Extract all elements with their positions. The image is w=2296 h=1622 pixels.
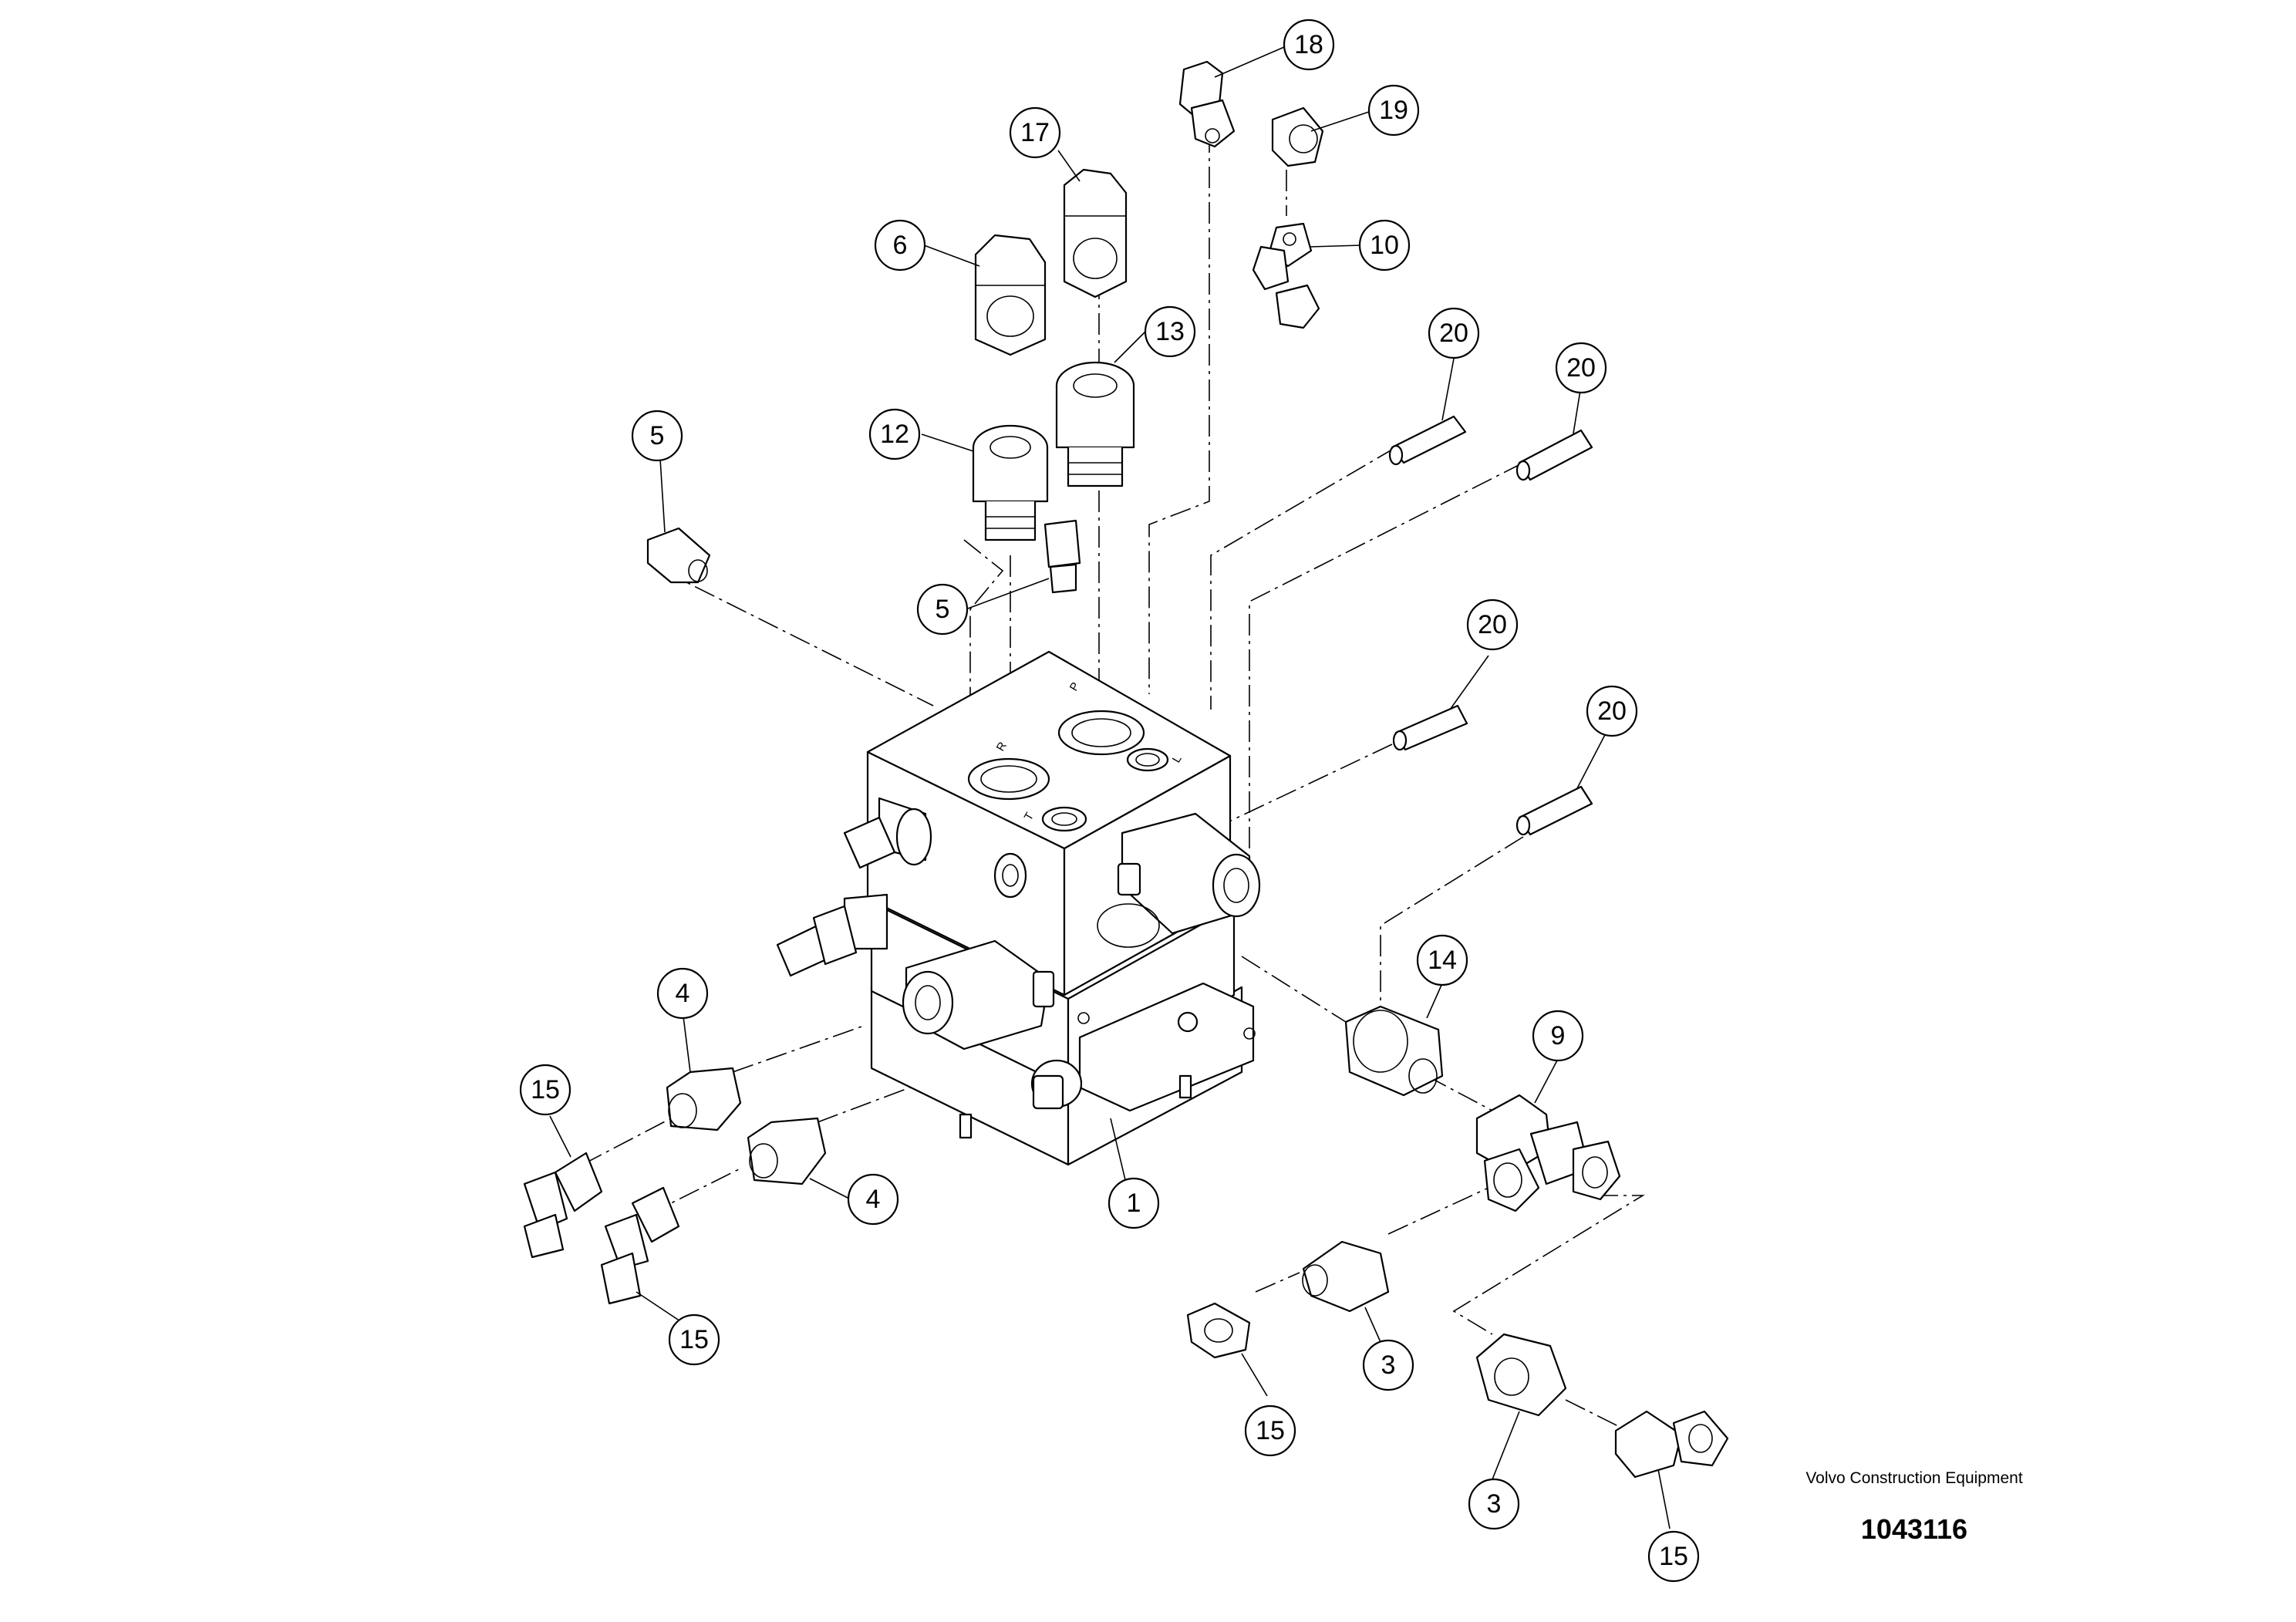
callout-6: 6 (874, 219, 926, 271)
callouts: 18 19 17 10 6 13 20 20 5 12 5 20 20 14 4… (519, 19, 1700, 1583)
callout-14: 14 (1416, 934, 1468, 986)
callout-9: 9 (1532, 1010, 1584, 1062)
callout-13: 13 (1144, 305, 1196, 358)
callout-label: 1 (1127, 1189, 1141, 1218)
callout-label: 20 (1439, 319, 1468, 348)
fittings (523, 60, 1729, 1479)
fitting-15-left-b (600, 1186, 680, 1305)
fitting-19 (1271, 106, 1324, 167)
fitting-4-lower (747, 1117, 827, 1185)
callout-label: 4 (676, 979, 690, 1008)
fitting-5-center (1043, 519, 1081, 594)
fitting-5-left (646, 527, 711, 584)
callout-label: 14 (1428, 946, 1457, 975)
callout-18: 18 (1283, 19, 1335, 71)
callout-20-d: 20 (1586, 685, 1638, 737)
callout-4-upper: 4 (656, 967, 709, 1020)
callout-15-left-a: 15 (519, 1064, 571, 1116)
fitting-15-left-a (523, 1152, 603, 1259)
callout-label: 9 (1551, 1021, 1566, 1050)
callout-10: 10 (1358, 219, 1411, 271)
fitting-6 (974, 234, 1047, 356)
callout-label: 15 (679, 1325, 709, 1354)
callout-label: 6 (893, 231, 908, 260)
fitting-10 (1252, 222, 1320, 329)
fitting-12 (972, 424, 1049, 541)
callout-label: 15 (531, 1075, 560, 1104)
callout-15-right: 15 (1647, 1530, 1700, 1583)
callout-label: 13 (1155, 317, 1185, 346)
valve-block (776, 650, 1261, 1166)
callout-5-center: 5 (916, 583, 969, 636)
callout-4-lower: 4 (847, 1173, 899, 1226)
callout-label: 20 (1566, 353, 1596, 383)
callout-label: 5 (936, 595, 950, 624)
callout-15-left-b: 15 (668, 1313, 720, 1366)
callout-label: 18 (1294, 30, 1323, 59)
fitting-4-upper (666, 1067, 742, 1131)
callout-label: 17 (1020, 118, 1050, 147)
callout-5-left: 5 (631, 410, 683, 462)
callout-label: 4 (866, 1185, 881, 1214)
fitting-3-upper (1302, 1240, 1390, 1313)
part-number: 1043116 (1860, 1513, 1968, 1545)
callout-20-c: 20 (1466, 599, 1519, 651)
callout-1: 1 (1108, 1177, 1160, 1229)
callout-label: 3 (1381, 1351, 1396, 1380)
callout-3-lower: 3 (1468, 1478, 1520, 1530)
fitting-3-lower (1475, 1333, 1567, 1417)
pin-20-b (1515, 429, 1593, 481)
fitting-17 (1063, 168, 1128, 298)
fitting-14 (1344, 1005, 1444, 1097)
callout-20-a: 20 (1428, 307, 1480, 359)
callout-label: 3 (1487, 1489, 1502, 1519)
callout-20-b: 20 (1555, 342, 1607, 394)
callout-label: 12 (880, 420, 909, 449)
fitting-13 (1055, 361, 1135, 487)
fitting-15-center (1186, 1302, 1251, 1359)
callout-label: 19 (1379, 96, 1408, 125)
fitting-18 (1178, 60, 1236, 148)
callout-label: 15 (1256, 1416, 1285, 1445)
callout-label: 5 (650, 421, 665, 450)
manufacturer-label: Volvo Construction Equipment (1805, 1469, 2023, 1487)
pin-20-a (1388, 415, 1467, 466)
pin-20-c (1392, 704, 1468, 751)
callout-label: 20 (1597, 696, 1627, 726)
callout-19: 19 (1367, 84, 1420, 137)
callout-3-upper: 3 (1362, 1339, 1414, 1391)
leader-lines (582, 131, 1645, 1428)
callout-12: 12 (868, 408, 921, 460)
callout-15-center: 15 (1244, 1404, 1296, 1457)
fitting-9 (1475, 1094, 1621, 1212)
pin-20-d (1515, 785, 1593, 836)
callout-label: 15 (1659, 1542, 1688, 1571)
callout-label: 10 (1370, 231, 1399, 260)
fitting-15-right (1614, 1410, 1729, 1479)
callout-label: 20 (1478, 610, 1507, 639)
callout-17: 17 (1009, 106, 1061, 159)
